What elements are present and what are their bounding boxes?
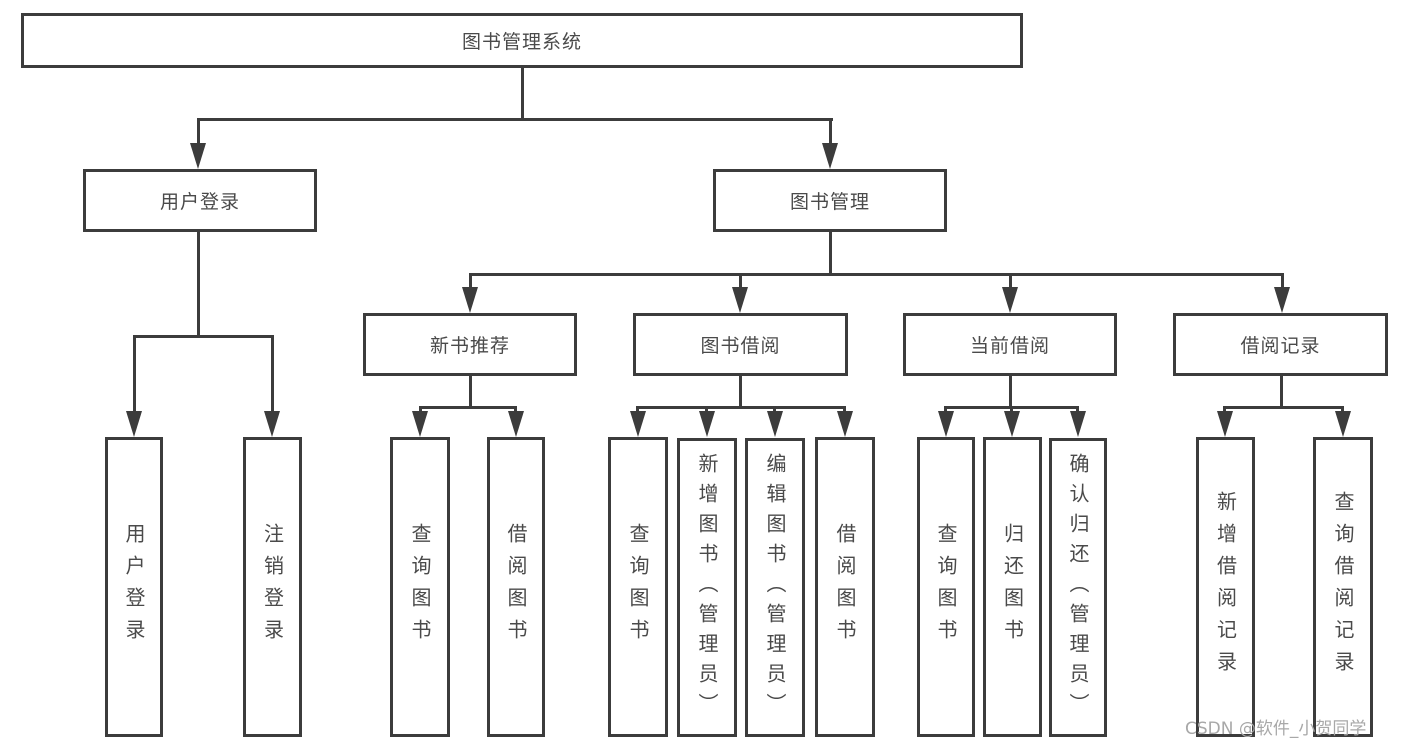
arrow-down-icon [462,287,478,313]
leaf-label: 查询图书 [408,523,432,651]
connector-stub [705,406,708,411]
connector-root-hline [197,118,833,121]
node-label: 当前借阅 [969,335,1050,357]
arrow-down-icon [1274,287,1290,313]
arrow-down-icon [1004,411,1020,437]
leaf-label: 新增图书（管理员） [695,452,719,723]
arrow-down-icon [1070,411,1086,437]
connector-stub [271,335,274,411]
leaf-return-books: 归还图书 [983,437,1042,737]
node-label: 用户登录 [159,191,240,213]
leaf-label: 归还图书 [1000,523,1025,651]
leaf-label: 注销登录 [260,523,285,651]
leaf-current-query-books: 查询图书 [917,437,975,737]
connector-borrowrecord-vline [1280,376,1283,406]
connector-stub [739,273,742,289]
node-book-borrowing: 图书借阅 [633,313,848,376]
leaf-label: 用户登录 [122,523,146,651]
node-root-library-system: 图书管理系统 [21,13,1023,68]
leaf-confirm-return-admin: 确认归还（管理员） [1049,438,1107,737]
leaf-label: 查询借阅记录 [1331,491,1355,683]
connector-bookmgmt-hline [469,273,1284,276]
connector-stub [514,406,517,411]
connector-stub [1010,406,1013,411]
leaf-query-borrow-record: 查询借阅记录 [1313,437,1373,737]
connector-stub [469,273,472,289]
connector-stub [636,406,639,411]
csdn-watermark: CSDN @软件_小贺同学 [1185,719,1367,739]
connector-borrowrecord-hline [1223,406,1344,409]
connector-stub [197,118,200,146]
connector-stub [843,406,846,411]
leaf-label: 借阅图书 [833,523,857,651]
node-label: 借阅记录 [1240,335,1321,357]
connector-root-vline [521,68,524,118]
connector-bookborrow-hline [636,406,846,409]
connector-stub [1076,406,1079,411]
connector-stub [133,335,136,411]
arrow-down-icon [732,287,748,313]
arrow-down-icon [190,143,206,169]
leaf-add-borrow-record: 新增借阅记录 [1196,437,1255,737]
leaf-label: 编辑图书（管理员） [763,452,787,723]
connector-stub [1341,406,1344,411]
node-label: 图书管理系统 [461,31,582,53]
node-current-borrowing: 当前借阅 [903,313,1117,376]
leaf-borrowing-query-books: 查询图书 [608,437,668,737]
connector-stub [1281,273,1284,289]
arrow-down-icon [630,411,646,437]
connector-stub [419,406,422,411]
leaf-label: 确认归还（管理员） [1066,452,1090,723]
connector-newbook-hline [419,406,517,409]
leaf-borrowing-borrow-books: 借阅图书 [815,437,875,737]
node-book-management: 图书管理 [713,169,947,232]
leaf-newbook-borrow-books: 借阅图书 [487,437,545,737]
leaf-newbook-query-books: 查询图书 [390,437,450,737]
connector-stub [1223,406,1226,411]
arrow-down-icon [126,411,142,437]
connector-userlogin-vline [197,232,200,335]
arrow-down-icon [1002,287,1018,313]
node-user-login: 用户登录 [83,169,317,232]
arrow-down-icon [508,411,524,437]
leaf-add-book-admin: 新增图书（管理员） [677,438,737,737]
leaf-user-login: 用户登录 [105,437,163,737]
leaf-label: 新增借阅记录 [1213,491,1238,683]
leaf-label: 查询图书 [934,523,958,651]
connector-stub [1009,273,1012,289]
arrow-down-icon [822,143,838,169]
arrow-down-icon [699,411,715,437]
node-label: 新书推荐 [429,335,510,357]
arrow-down-icon [938,411,954,437]
arrow-down-icon [767,411,783,437]
leaf-edit-book-admin: 编辑图书（管理员） [745,438,805,737]
node-label: 图书管理 [789,191,870,213]
leaf-label: 借阅图书 [504,523,528,651]
leaf-logout: 注销登录 [243,437,302,737]
arrow-down-icon [837,411,853,437]
connector-newbook-vline [469,376,472,406]
leaf-label: 查询图书 [626,523,650,651]
connector-currentborrow-vline [1009,376,1012,406]
connector-stub [773,406,776,411]
node-new-book-recommendation: 新书推荐 [363,313,577,376]
arrow-down-icon [264,411,280,437]
connector-userlogin-hline [133,335,274,338]
connector-stub [944,406,947,411]
node-label: 图书借阅 [700,335,781,357]
node-borrowing-records: 借阅记录 [1173,313,1388,376]
arrow-down-icon [412,411,428,437]
connector-bookmgmt-vline [829,232,832,273]
connector-bookborrow-vline [739,376,742,406]
arrow-down-icon [1217,411,1233,437]
connector-stub [829,118,832,146]
arrow-down-icon [1335,411,1351,437]
